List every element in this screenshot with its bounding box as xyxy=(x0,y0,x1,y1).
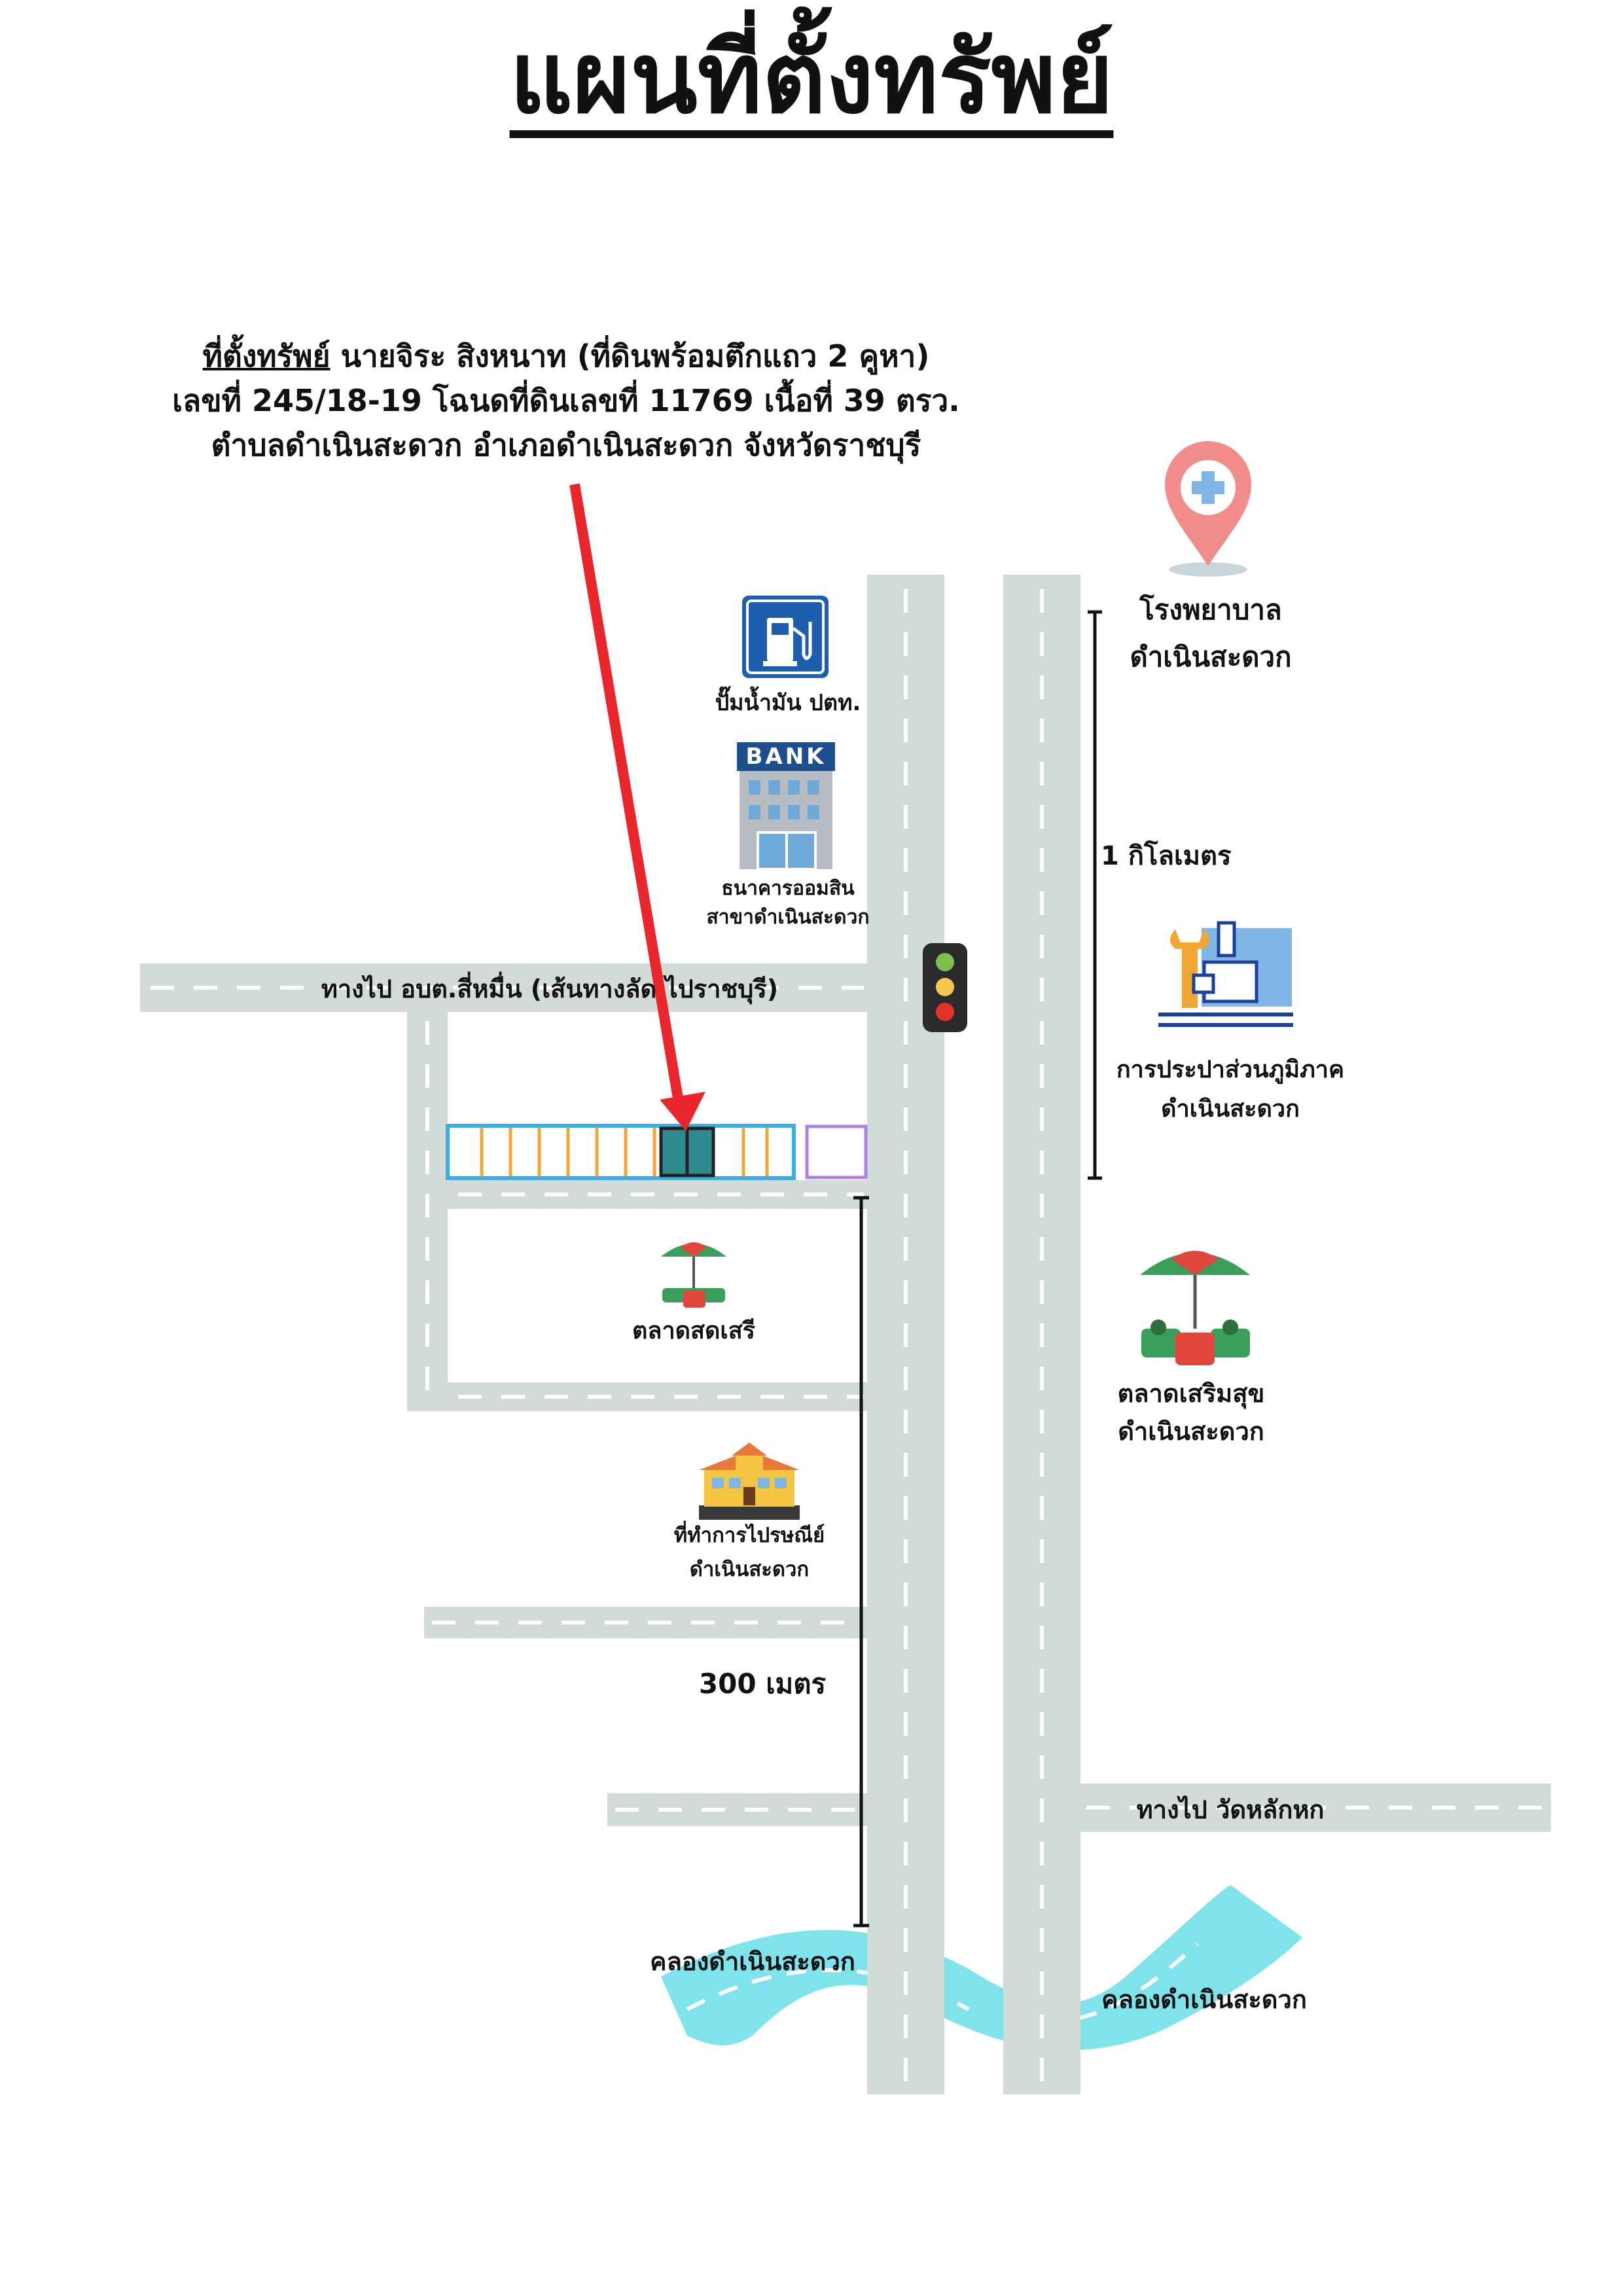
waterworks-label: การประปาส่วนภูมิภาค ดำเนินสะดวก xyxy=(1116,1056,1345,1122)
road-markings xyxy=(151,589,1544,2088)
road-lower-left xyxy=(607,1793,867,1826)
address-deed: เลขที่ 245/18-19 โฉนดที่ดินเลขที่ 11769 … xyxy=(172,383,960,418)
market-stall-icon xyxy=(661,1242,726,1308)
hospital-pin-icon xyxy=(1165,441,1251,577)
address-location: ตำบลดำเนินสะดวก อำเภอดำเนินสะดวก จังหวัด… xyxy=(211,427,921,463)
road-label-right: ทางไป วัดหลักหก xyxy=(1136,1795,1325,1824)
hospital-label: โรงพยาบาล ดำเนินสะดวก xyxy=(1130,594,1292,673)
waterworks-icon xyxy=(1158,921,1293,1027)
canal-water xyxy=(661,1885,1302,2051)
post-office-icon xyxy=(699,1443,800,1520)
address-owner: นายจิระ สิงหนาท (ที่ดินพร้อมตึกแถว 2 คูห… xyxy=(330,338,930,374)
gas-station-label: ปั๊มน้ำมัน ปตท. xyxy=(715,690,861,716)
shophouse-row xyxy=(446,1124,868,1180)
property-arrow xyxy=(569,483,705,1131)
canal-label-right: คลองดำเนินสะดวก xyxy=(1101,1985,1307,2014)
market-right-label: ตลาดเสริมสุข ดำเนินสะดวก xyxy=(1117,1379,1265,1446)
adjacent-building xyxy=(805,1124,868,1179)
traffic-light-icon xyxy=(923,943,967,1032)
road-label-top-left: ทางไป อบต.สี่หมื่น (เส้นทางลัด ไปราชบุรี… xyxy=(321,975,779,1003)
distance-label-left: 300 เมตร xyxy=(698,1668,827,1700)
market-left-label: ตลาดสดเสรี xyxy=(632,1318,755,1344)
bank-building-icon xyxy=(737,742,835,870)
bank-label: ธนาคารออมสิน สาขาดำเนินสะดวก xyxy=(706,877,870,929)
address-label: ที่ตั้งทรัพย์ xyxy=(202,338,330,374)
market-stall-icon-right xyxy=(1140,1251,1250,1365)
bank-sign: BANK xyxy=(745,744,827,770)
distance-markers xyxy=(853,610,1102,1928)
post-office-label: ที่ทำการไปรษณีย์ ดำเนินสะดวก xyxy=(673,1524,825,1581)
distance-label-right: 1 กิโลเมตร xyxy=(1101,841,1232,871)
canal-label-left: คลองดำเนินสะดวก xyxy=(650,1947,855,1976)
gas-station-icon xyxy=(742,596,829,678)
page-title: แผนที่ตั้งทรัพย์ xyxy=(509,22,1114,135)
property-address: ที่ตั้งทรัพย์ นายจิระ สิงหนาท (ที่ดินพร้… xyxy=(0,334,1132,467)
roads xyxy=(140,575,1551,2094)
